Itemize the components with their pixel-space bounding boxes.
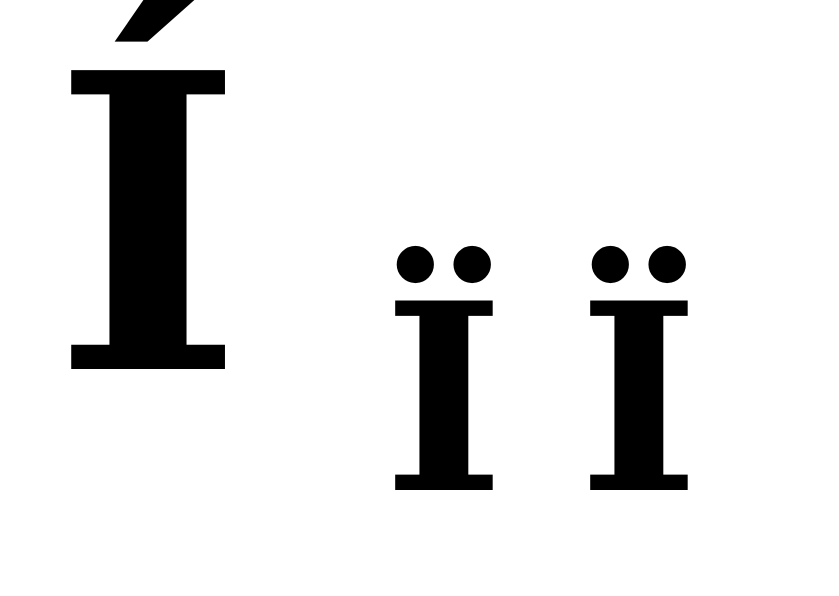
large-i-acute-glyph: Í — [52, 0, 244, 466]
i-diaeresis-glyph-second: Ï — [578, 247, 700, 552]
i-diaeresis-glyph-first: Ï — [383, 247, 505, 552]
